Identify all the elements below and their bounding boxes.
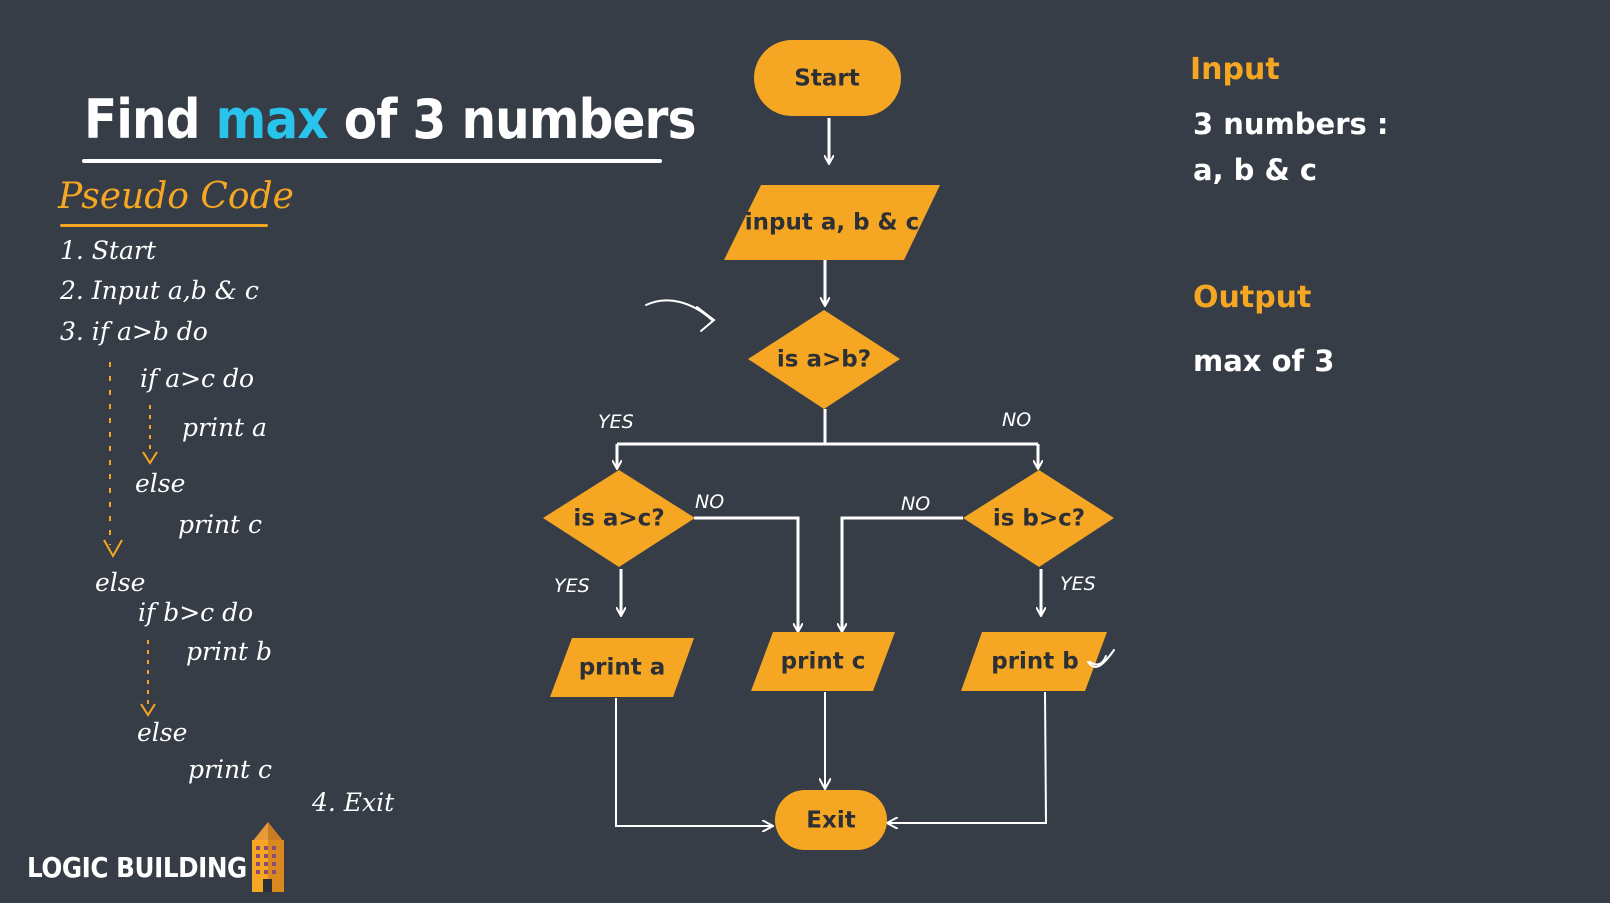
pseudo-line-else-inner-2: else: [137, 718, 188, 747]
input-text-line2: a, b & c: [1193, 153, 1318, 187]
edge-label-ac-no: NO: [695, 491, 724, 513]
edge-label-bc-no: NO: [901, 493, 930, 515]
pseudo-line-if-ac: if a>c do: [140, 364, 255, 393]
edge-label-ac-yes: YES: [554, 575, 590, 597]
edge-label-ab-yes: YES: [598, 411, 634, 433]
edge-label-ab-no: NO: [1002, 409, 1031, 431]
output-text: max of 3: [1193, 344, 1335, 378]
node-start: Start: [754, 40, 901, 116]
node-input: input a, b & c: [724, 185, 940, 260]
pseudo-line-exit: 4. Exit: [312, 788, 395, 817]
pseudo-line-print-a: print a: [182, 413, 267, 442]
page-title: Find max of 3 numbers: [84, 88, 697, 151]
edge-ac-no-print-c: [694, 516, 798, 631]
node-print-a: print a: [550, 638, 694, 697]
node-print-c: print c: [751, 632, 895, 691]
input-text-line1: 3 numbers :: [1193, 107, 1389, 141]
node-start-label: Start: [794, 66, 859, 92]
pseudo-code-guides: [103, 362, 158, 717]
pseudo-line-if-ab: 3. if a>b do: [60, 317, 208, 346]
node-print-c-label: print c: [781, 649, 866, 675]
node-input-label: input a, b & c: [745, 210, 920, 236]
pseudo-line-start: 1. Start: [60, 236, 156, 265]
node-cond-bc: is b>c?: [963, 470, 1114, 567]
edge-print-b-exit: [888, 691, 1048, 823]
node-print-a-label: print a: [579, 655, 666, 681]
brand-label: LOGIC BUILDING: [27, 851, 247, 884]
title-highlight: max: [215, 88, 329, 151]
title-suffix: of 3 numbers: [327, 88, 697, 151]
pseudo-line-if-bc: if b>c do: [138, 598, 254, 627]
pseudo-line-else-outer: else: [95, 568, 146, 597]
edge-print-a-exit: [615, 698, 772, 826]
node-exit: Exit: [775, 790, 887, 850]
node-print-b: print b: [961, 632, 1107, 691]
node-cond-ac-label: is a>c?: [573, 506, 664, 532]
output-heading: Output: [1193, 280, 1312, 315]
edge-label-bc-yes: YES: [1060, 573, 1096, 595]
hand-drawn-arrow-icon: [645, 299, 716, 332]
node-cond-ac: is a>c?: [543, 470, 695, 567]
node-exit-label: Exit: [806, 808, 855, 834]
pseudo-code-heading: Pseudo Code: [58, 176, 294, 217]
pseudo-line-input: 2. Input a,b & c: [60, 276, 259, 305]
input-heading: Input: [1190, 52, 1280, 87]
node-cond-ab-label: is a>b?: [777, 347, 871, 373]
edge-bc-no-print-c: [842, 516, 963, 631]
node-cond-bc-label: is b>c?: [993, 506, 1085, 532]
node-print-b-label: print b: [991, 649, 1079, 675]
pseudo-code-underline: [60, 224, 268, 227]
pseudo-line-print-c-1: print c: [178, 510, 263, 539]
flow-edges: [617, 118, 1041, 631]
pseudo-line-else-inner-1: else: [135, 469, 186, 498]
pseudo-line-print-b: print b: [186, 637, 273, 666]
pseudo-line-print-c-2: print c: [188, 755, 273, 784]
building-icon: [252, 822, 284, 892]
check-mark-icon: [1087, 649, 1115, 668]
title-underline: [82, 159, 662, 163]
flow-edges-to-exit: [615, 691, 1048, 826]
title-prefix: Find: [84, 88, 216, 151]
node-cond-ab: is a>b?: [748, 310, 900, 409]
